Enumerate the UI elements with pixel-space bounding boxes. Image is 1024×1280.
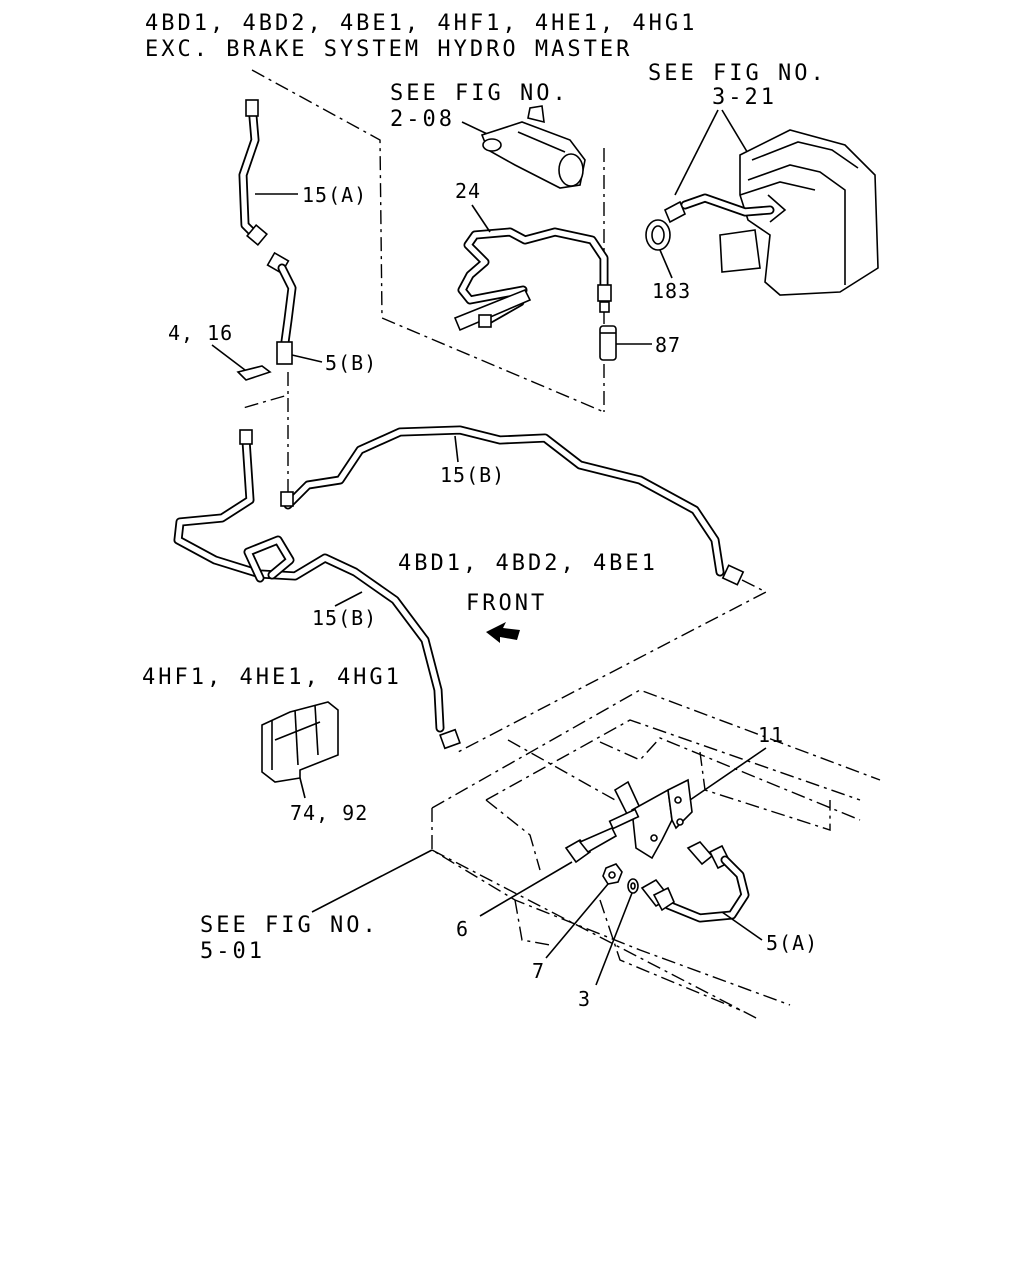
clutch-master-cylinder xyxy=(480,105,586,189)
clamp-183 xyxy=(645,200,687,251)
ref-fig-501-line2: 5-01 xyxy=(200,939,265,964)
callout-416-label: 4, 16 xyxy=(168,321,233,345)
callout-5a-label: 5(A) xyxy=(766,931,818,955)
ref-fig-321-line2: 3-21 xyxy=(712,85,777,110)
frame-dashline-3 xyxy=(457,579,768,753)
front-label: FRONT xyxy=(466,591,547,616)
ref-501-leader xyxy=(311,849,433,913)
callout-183-label: 183 xyxy=(652,279,691,303)
callout-87-label: 87 xyxy=(655,333,681,357)
ref-fig-321-line1: SEE FIG NO. xyxy=(648,61,827,86)
callout-7-label: 7 xyxy=(532,959,545,983)
frame-dashline-1 xyxy=(251,69,605,413)
variant-group-b-label: 4HF1, 4HE1, 4HG1 xyxy=(142,665,402,690)
callout-6-label: 6 xyxy=(456,917,469,941)
front-arrow-icon xyxy=(486,622,520,643)
pipe-15b xyxy=(173,425,745,750)
callout-11-label: 11 xyxy=(758,723,784,747)
engine-models-title: 4BD1, 4BD2, 4BE1, 4HF1, 4HE1, 4HG1 xyxy=(145,11,697,36)
callout-5b-label: 5(B) xyxy=(325,351,377,375)
washer-3 xyxy=(627,878,639,894)
dashline-lower-a xyxy=(242,372,289,409)
bracket-74-92 xyxy=(261,701,339,783)
nut-7 xyxy=(602,863,623,885)
callout-7-leader xyxy=(545,883,609,959)
callout-7492-label: 74, 92 xyxy=(290,801,368,825)
callout-183-leader xyxy=(659,249,673,279)
callout-24-leader xyxy=(471,204,491,233)
callout-15a-label: 15(A) xyxy=(302,183,367,207)
callout-24-label: 24 xyxy=(455,179,481,203)
callout-15b-left-leader xyxy=(334,591,363,607)
callout-416-leader xyxy=(211,344,246,371)
part-87 xyxy=(599,325,617,361)
condition-subtitle: EXC. BRAKE SYSTEM HYDRO MASTER xyxy=(145,37,632,62)
bracket-11 xyxy=(608,778,693,860)
callout-6-leader xyxy=(479,861,573,917)
reservoir-tank xyxy=(680,129,879,296)
clip-4-16 xyxy=(236,365,272,381)
pipe-24 xyxy=(453,227,612,332)
pipe-15a xyxy=(238,99,268,246)
ref-fig-208-line2: 2-08 xyxy=(390,107,455,132)
bolt-6 xyxy=(564,826,618,864)
callout-5b-leader xyxy=(291,354,323,363)
callout-15b-left-label: 15(B) xyxy=(312,606,377,630)
ref-fig-208-line1: SEE FIG NO. xyxy=(390,81,569,106)
variant-group-a-label: 4BD1, 4BD2, 4BE1 xyxy=(398,551,658,576)
callout-7492-leader xyxy=(299,777,306,799)
ref-fig-501-line1: SEE FIG NO. xyxy=(200,913,379,938)
hose-5b xyxy=(266,251,297,365)
callout-3-leader xyxy=(595,892,633,986)
callout-5a-leader xyxy=(721,911,763,941)
callout-15b-top-leader xyxy=(454,435,459,463)
chassis-frame xyxy=(431,689,881,1021)
callout-15b-top-label: 15(B) xyxy=(440,463,505,487)
frame-dashline-4 xyxy=(507,739,616,801)
hose-5a xyxy=(640,841,750,923)
ref-321-leader-a xyxy=(674,109,719,196)
callout-11-leader xyxy=(689,747,767,801)
callout-3-label: 3 xyxy=(578,987,591,1011)
